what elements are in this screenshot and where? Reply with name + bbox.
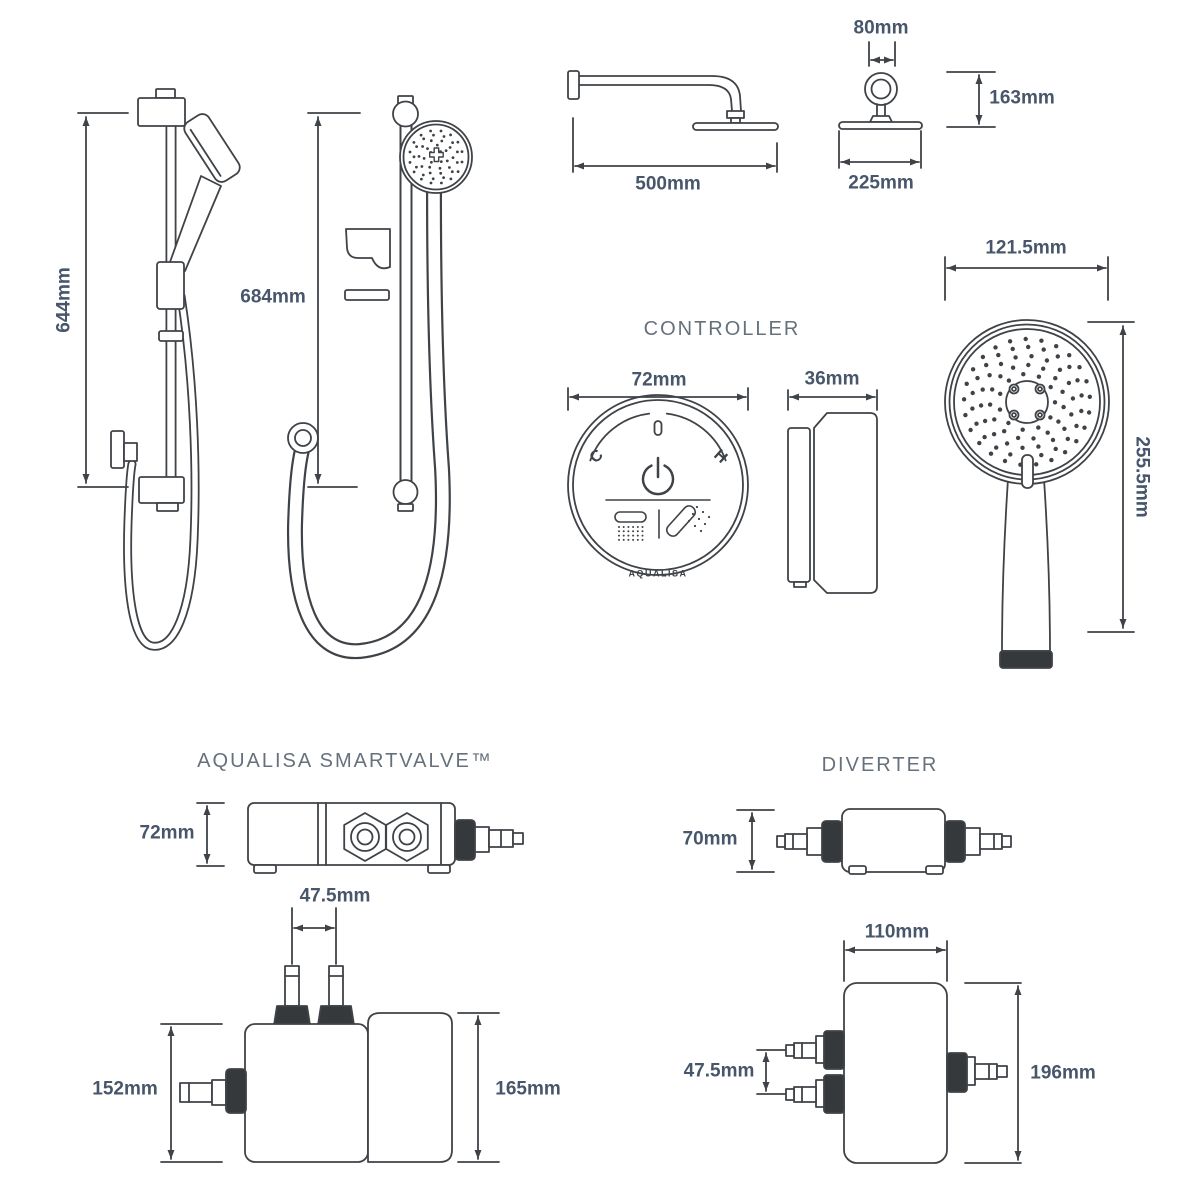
smartvalve-side-drawing: [196, 802, 524, 874]
fixed-head-spray-icon: [614, 511, 647, 541]
controller-face-drawing: [567, 387, 749, 576]
dim-label-valve-inlet-spacing: 47.5mm: [299, 885, 371, 907]
view-title-diverter: DIVERTER: [821, 754, 939, 776]
power-icon: [641, 456, 675, 496]
rail-front-drawing: [286, 95, 473, 660]
diverter-side-drawing: [736, 808, 1012, 875]
dim-label-handshower-height: 255.5mm: [1131, 436, 1153, 518]
dim-label-valve-overall: 165mm: [495, 1078, 561, 1100]
dim-label-diverter-overall: 196mm: [1030, 1062, 1096, 1084]
dim-label-controller-width: 72mm: [631, 369, 687, 391]
dim-label-rose-width: 80mm: [853, 17, 909, 39]
fixed-head-front-drawing: [838, 41, 996, 169]
view-title-smartvalve: AQUALISA SMARTVALVE™: [197, 750, 493, 772]
dim-label-handshower-width: 121.5mm: [985, 237, 1067, 259]
dim-label-head-width: 225mm: [848, 172, 914, 194]
dim-label-valve-height: 152mm: [92, 1078, 158, 1100]
controller-side-drawing: [787, 389, 878, 594]
dim-label-rail-side-height: 644mm: [53, 267, 75, 333]
smartvalve-front-drawing: [160, 907, 500, 1163]
dim-label-head-drop: 163mm: [989, 87, 1055, 109]
hand-shower-drawing: [944, 256, 1135, 669]
wall-arm-drawing: [567, 70, 779, 173]
view-title-controller: CONTROLLER: [643, 318, 801, 340]
dim-label-valve-body-height: 72mm: [139, 822, 195, 844]
controller-brand-logo: AQUALISA: [628, 568, 688, 579]
diverter-front-drawing: [756, 940, 1022, 1164]
dim-label-diverter-spacing: 47.5mm: [683, 1060, 755, 1082]
dial-indicator: [653, 420, 663, 436]
dim-label-diverter-height: 70mm: [682, 828, 738, 850]
dim-label-rail-front-height: 684mm: [240, 286, 306, 308]
hand-shower-spray-icon: [665, 505, 711, 537]
dim-label-diverter-width: 110mm: [864, 921, 930, 943]
handset-head-side: [183, 113, 241, 183]
rail-side-drawing: [77, 88, 241, 651]
dim-label-arm-reach: 500mm: [635, 173, 701, 195]
dim-label-controller-depth: 36mm: [804, 368, 860, 390]
